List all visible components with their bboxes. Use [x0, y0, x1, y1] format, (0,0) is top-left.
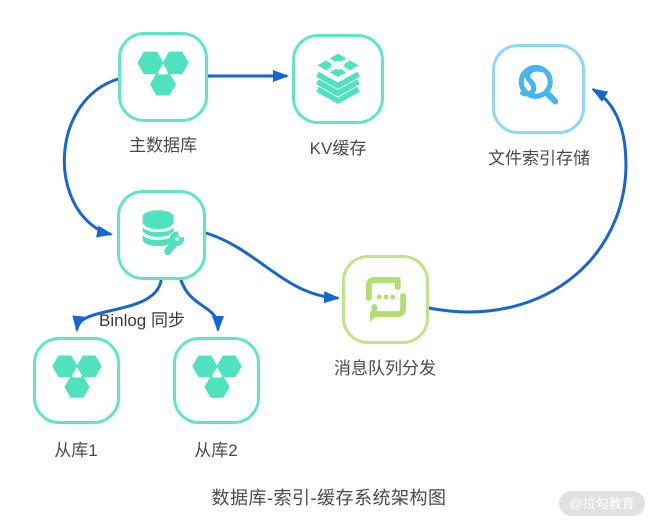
chat-queue-icon	[359, 270, 413, 329]
database-wrench-icon	[133, 204, 191, 267]
node-file-index-storage	[492, 44, 585, 134]
hexagon-cluster-database-icon	[50, 351, 104, 410]
diagram-title: 数据库-索引-缓存系统架构图	[211, 488, 447, 508]
node-binlog-database	[117, 190, 206, 280]
hexagon-cluster-database-icon	[190, 351, 244, 410]
edge-label-binlog-sync: Binlog 同步	[99, 311, 185, 330]
edge-binlog-db-to-slave2	[179, 278, 224, 332]
watermark-badge: @拉勾教育	[559, 491, 645, 516]
edge-master-to-binlog-db	[62, 77, 120, 238]
layered-stack-icon	[310, 49, 366, 110]
node-master-db	[118, 32, 208, 122]
node-label-master-db: 主数据库	[129, 136, 197, 155]
node-message-queue	[342, 255, 429, 344]
node-label-slave-db-2: 从库2	[194, 441, 238, 460]
edge-binlog-db-to-message-queue	[204, 231, 340, 304]
node-slave-db-1	[33, 337, 120, 424]
node-label-message-queue: 消息队列分发	[334, 359, 436, 378]
edge-message-queue-to-file-index	[427, 88, 628, 314]
node-slave-db-2	[173, 337, 260, 424]
node-label-kv-cache: KV缓存	[309, 139, 367, 158]
edge-binlog-db-to-slave1	[72, 279, 163, 332]
node-label-slave-db-1: 从库1	[54, 441, 98, 460]
node-label-file-index-storage: 文件索引存储	[488, 149, 590, 168]
search-index-icon	[511, 59, 567, 120]
hexagon-cluster-database-icon	[135, 47, 191, 108]
node-kv-cache	[292, 34, 384, 124]
